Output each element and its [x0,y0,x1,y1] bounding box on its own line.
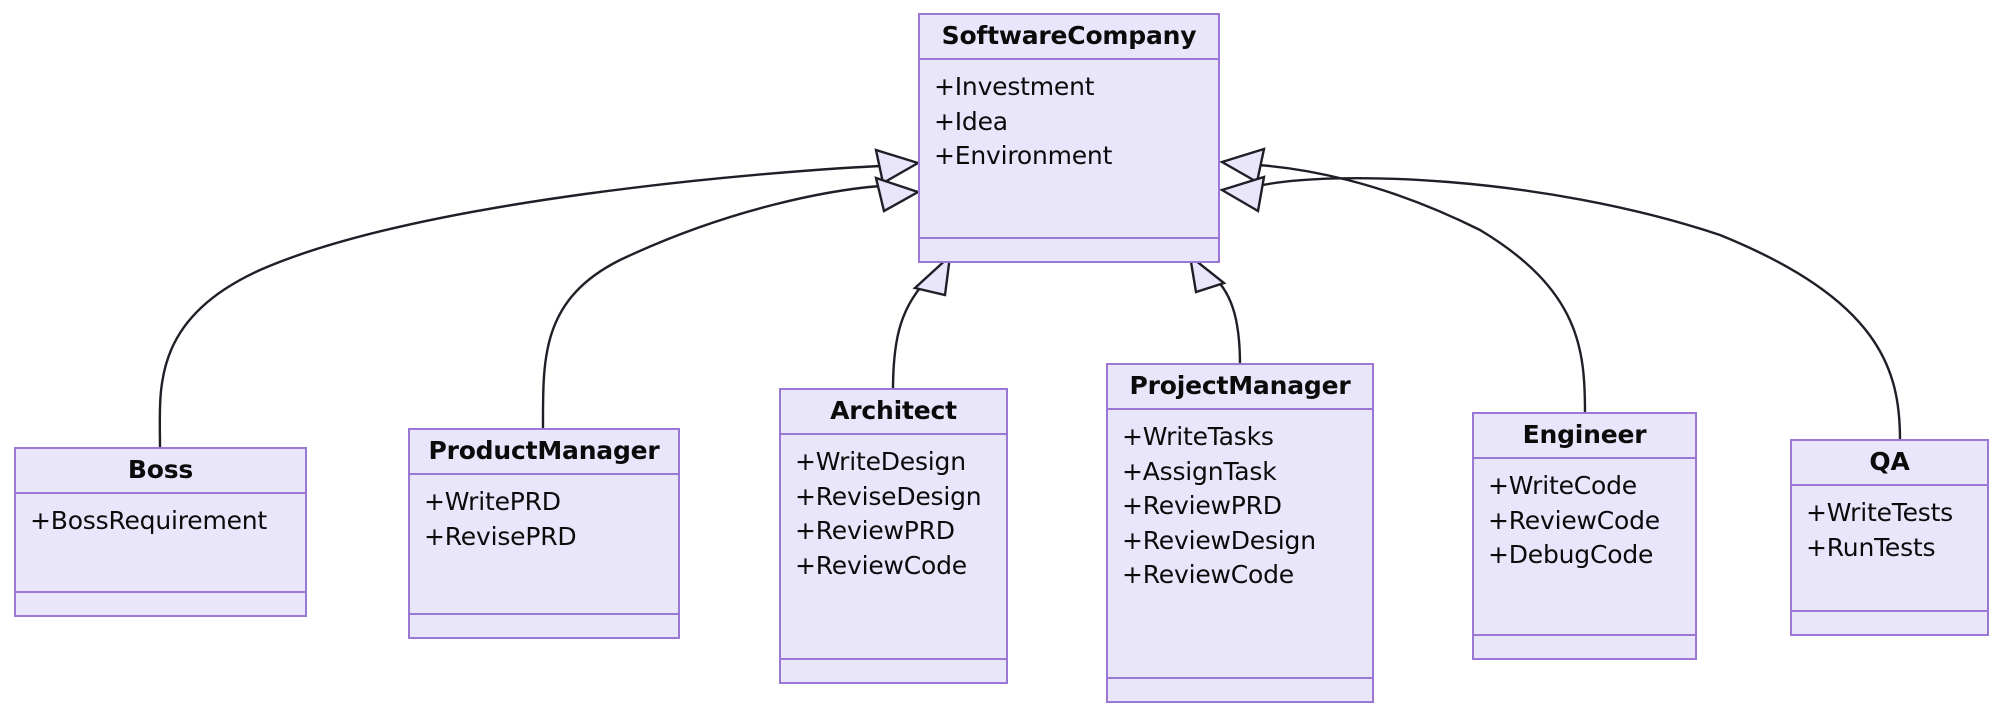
class-member: +AssignTask [1122,456,1277,486]
edge-architect-to-softwarecompany [891,274,933,391]
edge-projectmanager-to-softwarecompany [1207,271,1242,366]
class-title-software-company: SoftwareCompany [920,15,1218,60]
class-attributes-architect: +WriteDesign +ReviseDesign +ReviewPRD +R… [781,435,1006,660]
class-attributes-software-company: +Investment +Idea +Environment [920,60,1218,239]
class-methods-qa [1792,612,1987,634]
class-member: +ReviewCode [795,550,967,580]
class-member: +ReviewCode [1488,505,1660,535]
class-member: +DebugCode [1488,540,1654,569]
class-member: +ReviewPRD [795,516,955,545]
class-member: +ReviewDesign [1122,525,1316,555]
class-member: +WriteCode [1488,471,1637,500]
class-attributes-qa: +WriteTests +RunTests [1792,486,1987,612]
class-methods-boss [16,593,305,615]
class-methods-engineer [1474,636,1695,658]
class-title-qa: QA [1792,441,1987,486]
class-member: +ReviewPRD [1122,491,1282,520]
class-title-engineer: Engineer [1474,414,1695,459]
class-member: +Idea [934,106,1008,136]
class-attributes-product-manager: +WritePRD +RevisePRD [410,475,678,615]
inheritance-arrowhead-qa [1219,175,1266,213]
class-member: +RunTests [1806,532,1936,562]
uml-class-product-manager[interactable]: ProductManager +WritePRD +RevisePRD [408,428,680,639]
uml-class-architect[interactable]: Architect +WriteDesign +ReviseDesign +Re… [779,388,1008,684]
class-methods-product-manager [410,615,678,637]
class-methods-software-company [920,239,1218,261]
uml-class-project-manager[interactable]: ProjectManager +WriteTasks +AssignTask +… [1106,363,1374,703]
class-member: +WritePRD [424,487,561,516]
class-title-product-manager: ProductManager [410,430,678,475]
inheritance-arrowhead-engineer [1219,147,1266,184]
uml-class-qa[interactable]: QA +WriteTests +RunTests [1790,439,1989,636]
inheritance-arrowhead-boss [874,148,921,185]
uml-class-software-company[interactable]: SoftwareCompany +Investment +Idea +Envir… [918,13,1220,263]
uml-class-engineer[interactable]: Engineer +WriteCode +ReviewCode +DebugCo… [1472,412,1697,660]
class-member: +WriteTests [1806,498,1954,527]
class-member: +BossRequirement [30,506,268,535]
class-title-architect: Architect [781,390,1006,435]
class-attributes-boss: +BossRequirement [16,494,305,593]
class-member: +ReviewCode [1122,560,1294,589]
class-methods-project-manager [1108,679,1372,701]
class-attributes-project-manager: +WriteTasks +AssignTask +ReviewPRD +Revi… [1108,410,1372,679]
edge-boss-to-softwarecompany [158,164,881,448]
class-member: +ReviseDesign [795,481,982,511]
class-methods-architect [781,660,1006,682]
class-member: +Investment [934,72,1095,101]
class-member: +WriteDesign [795,447,966,476]
class-title-project-manager: ProjectManager [1108,365,1372,410]
class-title-boss: Boss [16,449,305,494]
class-member: +Environment [934,141,1113,170]
class-member: +WriteTasks [1122,422,1274,451]
uml-class-boss[interactable]: Boss +BossRequirement [14,447,307,617]
inheritance-arrowhead-productmanager [874,176,921,213]
class-member: +RevisePRD [424,521,577,551]
class-attributes-engineer: +WriteCode +ReviewCode +DebugCode [1474,459,1695,636]
